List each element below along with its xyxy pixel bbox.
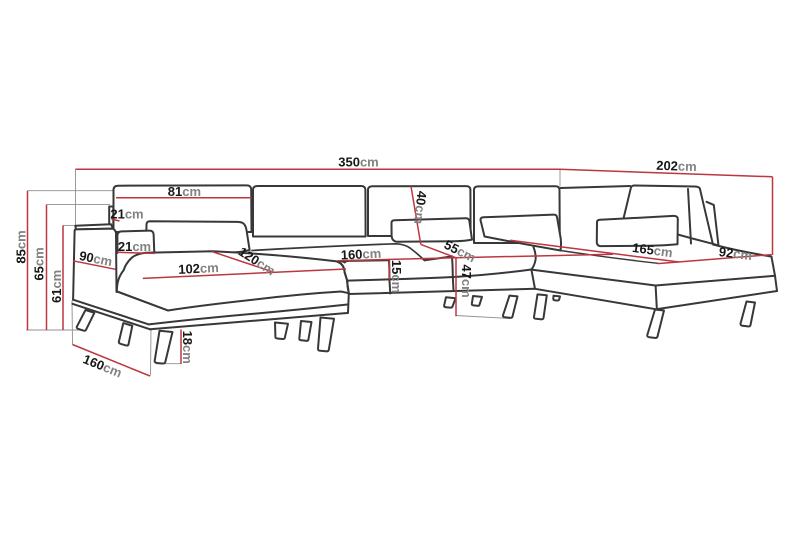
svg-text:85cm: 85cm [13,230,28,263]
svg-text:65cm: 65cm [32,247,47,280]
svg-text:350cm: 350cm [338,155,379,170]
svg-text:81cm: 81cm [168,184,201,199]
svg-text:47cm: 47cm [459,264,474,297]
svg-text:15cm: 15cm [389,260,404,293]
svg-text:21cm: 21cm [118,239,151,254]
svg-text:40cm: 40cm [411,190,429,225]
svg-text:92cm: 92cm [718,244,753,263]
svg-text:55cm: 55cm [442,237,478,265]
svg-text:202cm: 202cm [656,158,697,174]
svg-text:165cm: 165cm [631,240,673,260]
svg-text:102cm: 102cm [178,260,219,277]
svg-text:90cm: 90cm [78,248,114,269]
svg-text:160cm: 160cm [340,246,381,263]
svg-text:21cm: 21cm [110,206,143,221]
svg-text:61cm: 61cm [49,270,64,303]
svg-text:18cm: 18cm [180,331,195,364]
